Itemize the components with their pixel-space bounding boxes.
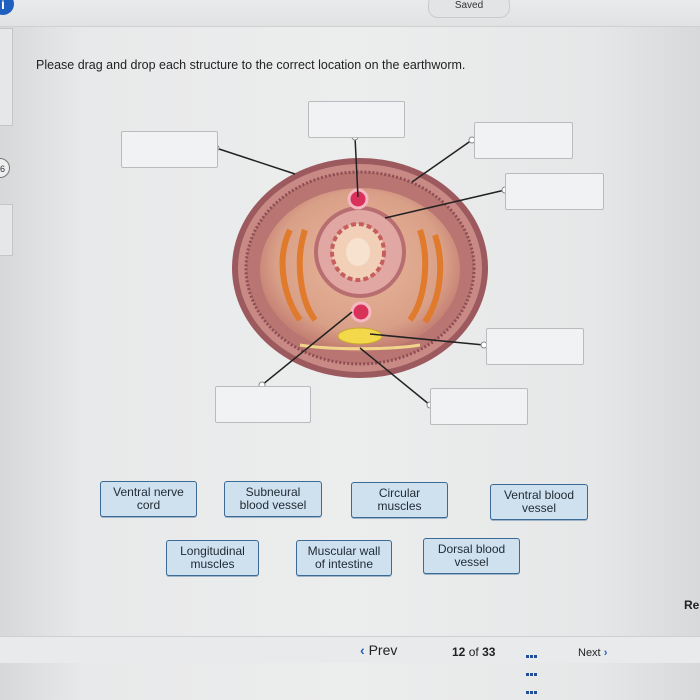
- left-panel-edge: [0, 28, 13, 126]
- earthworm-cross-section-diagram: [212, 133, 509, 409]
- grid-icon[interactable]: [526, 646, 538, 700]
- label-subneural-blood-vessel[interactable]: Subneural blood vessel: [224, 481, 322, 517]
- worm-body: [232, 158, 488, 378]
- label-circular-muscles[interactable]: Circular muscles: [351, 482, 448, 518]
- prev-label: Prev: [368, 642, 398, 658]
- label-ventral-nerve-cord[interactable]: Ventral nerve cord: [100, 481, 197, 517]
- chevron-left-icon: ‹: [360, 642, 365, 658]
- drop-zone-4[interactable]: [505, 173, 604, 210]
- chevron-right-icon: ›: [603, 647, 608, 659]
- info-icon[interactable]: i: [0, 0, 14, 15]
- page-indicator: 12 of 33: [452, 645, 496, 659]
- drop-zone-5[interactable]: [486, 328, 584, 365]
- next-button[interactable]: Next ›: [578, 647, 607, 659]
- saved-status: Saved: [428, 0, 510, 18]
- left-panel-edge-lower: [0, 204, 13, 256]
- drop-zone-6[interactable]: [430, 388, 528, 425]
- top-bar: [0, 0, 700, 27]
- drop-zone-7[interactable]: [215, 386, 311, 423]
- label-longitudinal-muscles[interactable]: Longitudinal muscles: [166, 540, 259, 576]
- label-dorsal-blood-vessel[interactable]: Dorsal blood vessel: [423, 538, 520, 574]
- prev-button[interactable]: ‹ Prev: [360, 642, 397, 658]
- bottom-nav-bar: [0, 636, 700, 663]
- next-label: Next: [578, 647, 601, 659]
- drop-zone-3[interactable]: [474, 122, 573, 159]
- question-prompt: Please drag and drop each structure to t…: [36, 58, 466, 72]
- right-edge-label[interactable]: Re: [684, 598, 700, 612]
- label-ventral-blood-vessel[interactable]: Ventral blood vessel: [490, 484, 588, 520]
- drop-zone-1[interactable]: [121, 131, 218, 168]
- label-muscular-wall-of-intestine[interactable]: Muscular wall of intestine: [296, 540, 392, 576]
- leader-lines: [215, 136, 506, 406]
- drop-zone-2[interactable]: [308, 101, 405, 138]
